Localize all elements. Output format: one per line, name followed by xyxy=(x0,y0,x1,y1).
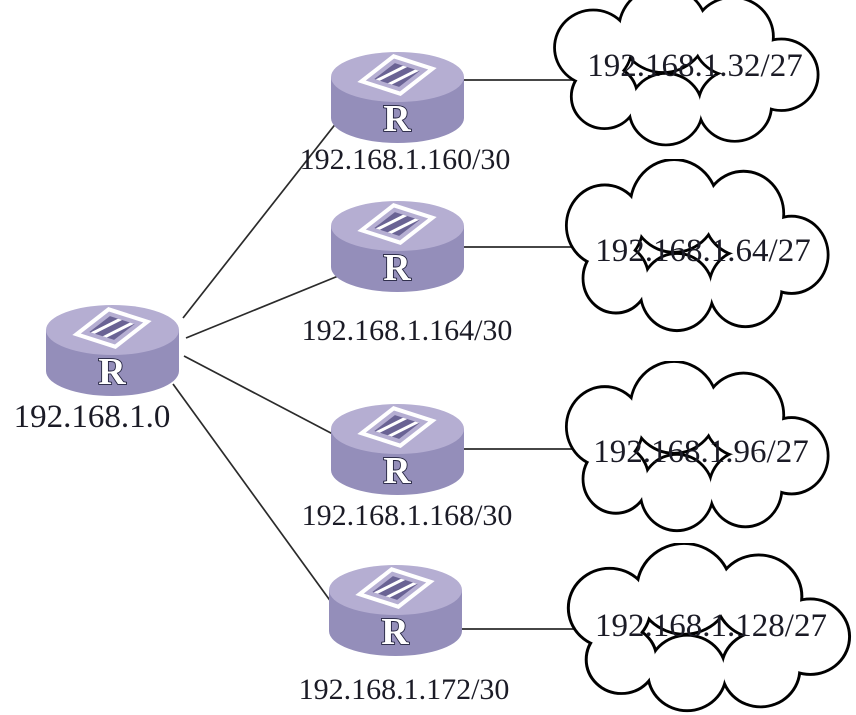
router-glyph: R xyxy=(98,351,126,393)
network-cloud-icon xyxy=(566,543,852,713)
network-cloud-icon xyxy=(564,159,830,333)
branch-router-3: R xyxy=(330,402,465,498)
router-glyph: R xyxy=(383,450,411,492)
branch-router-1: R xyxy=(330,50,465,146)
cloud4-subnet-label: 192.168.1.128/27 xyxy=(595,608,827,644)
network-cloud-icon xyxy=(553,0,820,147)
link-hub-to-router4 xyxy=(172,383,343,618)
cloud3-subnet-label: 192.168.1.96/27 xyxy=(593,434,809,470)
branch-router-2-label: 192.168.1.164/30 xyxy=(301,314,513,347)
router-cylinder-icon: R xyxy=(331,52,464,143)
hub-router: R xyxy=(45,303,180,399)
router-cylinder-icon: R xyxy=(329,565,462,656)
router-glyph: R xyxy=(383,98,411,140)
network-cloud-icon xyxy=(564,361,830,533)
branch-router-1-label: 192.168.1.160/30 xyxy=(299,143,511,176)
branch-router-4-label: 192.168.1.172/30 xyxy=(298,673,510,706)
link-hub-to-router1 xyxy=(182,107,349,319)
cloud2-subnet-label: 192.168.1.64/27 xyxy=(595,233,811,269)
router-glyph: R xyxy=(381,611,409,653)
router-cylinder-icon: R xyxy=(46,305,179,396)
link-hub-to-router2 xyxy=(185,271,349,339)
branch-router-3-label: 192.168.1.168/30 xyxy=(301,499,513,532)
link-hub-to-router3 xyxy=(183,355,349,443)
router-cylinder-icon: R xyxy=(331,201,464,292)
router-glyph: R xyxy=(383,247,411,289)
branch-router-4: R xyxy=(328,563,463,659)
router-cylinder-icon: R xyxy=(331,404,464,495)
hub-router-label: 192.168.1.0 xyxy=(13,399,171,435)
branch-router-2: R xyxy=(330,199,465,295)
cloud1-subnet-label: 192.168.1.32/27 xyxy=(587,48,803,84)
